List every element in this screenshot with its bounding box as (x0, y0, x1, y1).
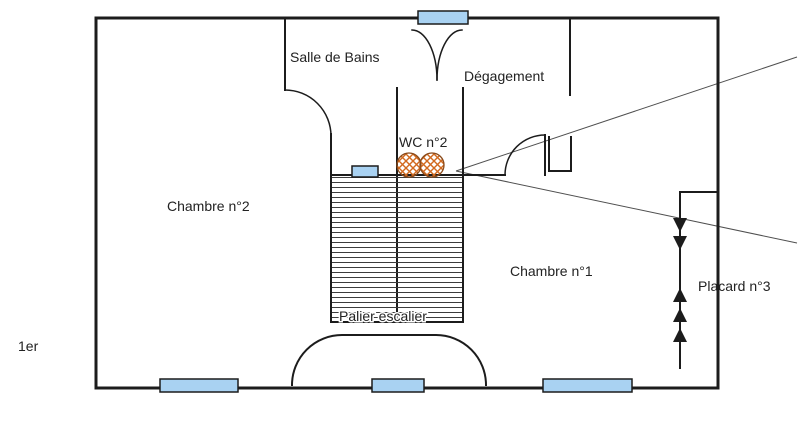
room-label-chambre2: Chambre n°2 (167, 198, 250, 214)
stair-void-arch (290, 334, 488, 387)
leader-lines (455, 56, 798, 244)
room-label-chambre1: Chambre n°1 (510, 263, 593, 279)
arrow-up-icon (673, 308, 687, 322)
wc-fixtures (396, 152, 445, 178)
door-arc-degagement (504, 134, 546, 176)
floor-label: 1er (18, 338, 39, 354)
arrow-up-icon (673, 328, 687, 342)
window-top (417, 10, 469, 25)
door-arc-bathroom-right (436, 29, 463, 81)
room-label-degagement: Dégagement (464, 68, 544, 84)
wc-fixture-1 (396, 152, 422, 178)
arrow-up-icon (673, 288, 687, 302)
wc-fixture-2 (419, 152, 445, 178)
leader-line-bottom (455, 170, 798, 244)
placard-arrows (673, 218, 687, 342)
stair-hatch (330, 174, 464, 323)
window-bottom-left (159, 378, 239, 393)
arrow-down-icon (673, 236, 687, 250)
door-arc-bathroom-left (411, 29, 438, 81)
window-landing (351, 165, 379, 178)
room-labels: Salle de Bains Dégagement WC n°2 Chambre… (18, 49, 771, 354)
windows (159, 10, 633, 393)
window-bottom-center (371, 378, 425, 393)
duct-notch (548, 136, 572, 172)
room-label-palier-escalier: Palier escalier (339, 308, 427, 324)
arrow-down-icon (673, 218, 687, 232)
window-bottom-right (542, 378, 633, 393)
room-label-placard3: Placard n°3 (698, 278, 771, 294)
door-arc-chambre2 (284, 89, 332, 137)
room-label-salle-de-bains: Salle de Bains (290, 49, 380, 65)
room-label-wc2: WC n°2 (399, 134, 448, 150)
